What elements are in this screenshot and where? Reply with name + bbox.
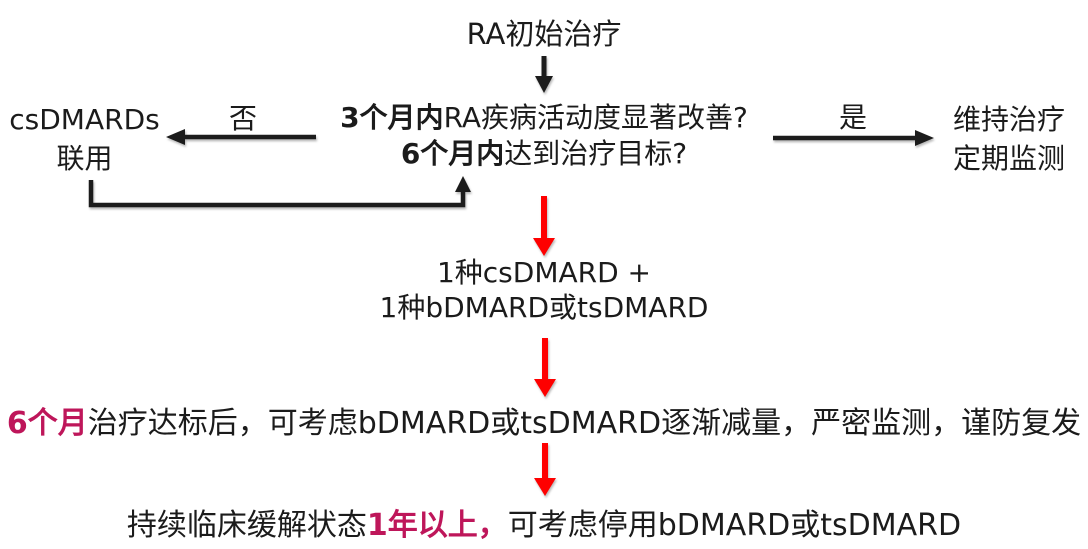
taper-note-rest: 治疗达标后，可考虑bDMARD或tsDMARD逐渐减量，严密监测，谨防复发	[87, 406, 1082, 441]
decision-line-1-bold: 3个月内	[340, 101, 444, 134]
start-node: RA初始治疗	[0, 11, 1088, 53]
yes-branch-label: 是	[838, 101, 867, 134]
maintain-node-line-2: 定期监测	[952, 142, 1065, 175]
start-node-label: RA初始治疗	[466, 17, 622, 51]
taper-down-arrow-icon	[534, 338, 556, 397]
csdmards-node-line-1: csDMARDs	[9, 103, 160, 136]
decision-line-1: 3个月内RA疾病活动度显著改善?	[0, 100, 1088, 136]
start-down-arrow-icon	[535, 56, 553, 93]
maintain-node-line-1: 维持治疗	[952, 103, 1065, 136]
decision-line-1-rest: RA疾病活动度显著改善?	[443, 101, 748, 134]
stop-note: 持续临床缓解状态1年以上，可考虑停用bDMARD或tsDMARD	[0, 500, 1088, 544]
escalate-down-arrow-icon	[533, 196, 555, 256]
stop-note-rest: 可考虑停用bDMARD或tsDMARD	[507, 508, 962, 543]
maintain-treatment-node: 维持治疗 定期监测	[933, 100, 1085, 178]
escalation-node-line-2: 1种bDMARD或tsDMARD	[379, 291, 709, 324]
csdmards-combination-node: csDMARDs 联用	[2, 100, 167, 178]
decision-line-2-bold: 6个月内	[400, 137, 505, 170]
stop-note-highlight: 1年以上，	[366, 508, 508, 543]
escalation-node: 1种csDMARD + 1种bDMARD或tsDMARD	[0, 255, 1088, 325]
taper-note-highlight: 6个月	[6, 406, 88, 441]
decision-node: 3个月内RA疾病活动度显著改善? 6个月内达到治疗目标?	[0, 100, 1088, 172]
stop-note-prefix: 持续临床缓解状态	[126, 508, 367, 543]
retry-loop-arrow-icon	[88, 176, 471, 208]
no-branch-label: 否	[228, 102, 257, 135]
decision-line-2-rest: 达到治疗目标?	[504, 137, 688, 170]
stop-down-arrow-icon	[534, 443, 556, 496]
csdmards-node-line-2: 联用	[56, 142, 113, 175]
decision-line-2: 6个月内达到治疗目标?	[0, 136, 1088, 172]
taper-note: 6个月治疗达标后，可考虑bDMARD或tsDMARD逐渐减量，严密监测，谨防复发	[0, 398, 1088, 442]
escalation-node-line-1: 1种csDMARD +	[436, 256, 652, 289]
